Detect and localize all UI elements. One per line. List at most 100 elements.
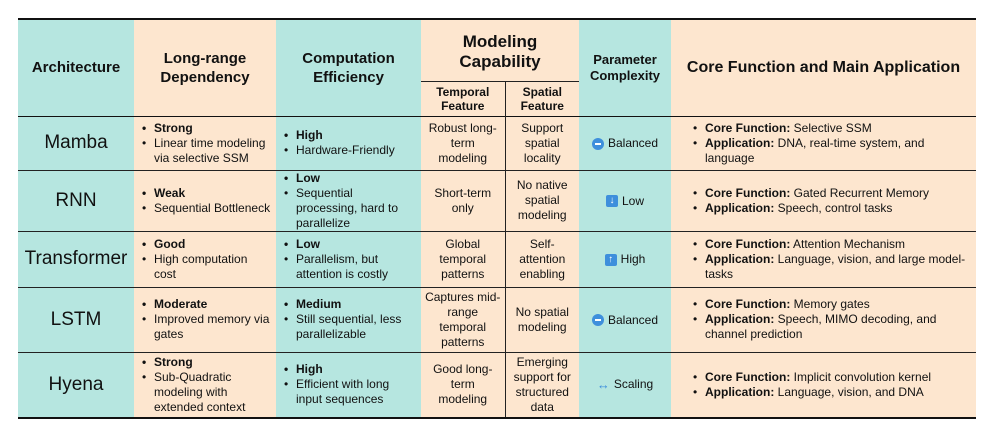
dependency-description: Linear time modeling via selective SSM xyxy=(142,136,272,166)
architecture-name: Transformer xyxy=(18,230,134,287)
application-value: DNA, real-time system, and language xyxy=(705,135,925,165)
parameter-complexity-cell: ↔Scaling xyxy=(579,351,671,419)
temporal-feature-cell: Global temporal patterns xyxy=(421,230,505,287)
header-core-function: Core Function and Main Application xyxy=(671,18,976,116)
parameter-complexity-value: Scaling xyxy=(613,376,654,391)
parameter-complexity-cell: ↑High xyxy=(579,230,671,287)
computation-efficiency-cell: LowSequential processing, hard to parall… xyxy=(276,169,421,231)
application-label: Application: xyxy=(705,312,775,326)
dependency-level: Weak xyxy=(142,186,272,201)
parameter-complexity-value: Balanced xyxy=(607,136,659,150)
application-value: Speech, MIMO decoding, and channel predi… xyxy=(705,312,937,341)
dependency-level: Strong xyxy=(142,355,272,370)
core-function-label: Core Function: xyxy=(705,236,791,251)
efficiency-description: Hardware-Friendly xyxy=(284,143,417,158)
application-item: Application: Speech, MIMO decoding, and … xyxy=(693,312,972,342)
parameter-complexity-value: High xyxy=(620,252,646,266)
efficiency-description: Parallelism, but attention is costly xyxy=(284,252,417,282)
long-range-dependency-cell: GoodHigh computation cost xyxy=(134,230,276,287)
header-modeling-capability: Modeling Capability xyxy=(421,18,579,81)
core-function-cell: Core Function: Memory gatesApplication: … xyxy=(671,286,976,352)
core-function-value: Memory gates xyxy=(793,297,870,311)
long-range-dependency-cell: ModerateImproved memory via gates xyxy=(134,286,276,352)
minus-circle-icon xyxy=(591,314,604,327)
header-temporal-feature: Temporal Feature xyxy=(421,80,505,116)
efficiency-description: Still sequential, less parallelizable xyxy=(284,312,417,342)
comparison-table-wrapper: Architecture Long-range Dependency Compu… xyxy=(18,18,976,419)
core-function-item: Core Function: Memory gates xyxy=(693,297,972,312)
parameter-complexity-cell: ↓Low xyxy=(579,169,671,231)
core-function-cell: Core Function: Selective SSMApplication:… xyxy=(671,115,976,170)
core-function-value: Attention Mechanism xyxy=(793,236,906,251)
efficiency-level: Low xyxy=(284,237,417,252)
efficiency-level: High xyxy=(284,362,417,377)
long-range-dependency-cell: StrongLinear time modeling via selective… xyxy=(134,115,276,170)
table-row: HyenaStrongSub-Quadratic modeling with e… xyxy=(18,351,976,419)
application-item: Application: Language, vision, and large… xyxy=(693,252,972,282)
parameter-complexity-cell: Balanced xyxy=(579,286,671,352)
table-row: TransformerGoodHigh computation costLowP… xyxy=(18,230,976,287)
header-computation-efficiency: Computation Efficiency xyxy=(276,18,421,116)
dependency-description: Improved memory via gates xyxy=(142,312,272,342)
dependency-level: Strong xyxy=(142,121,272,136)
header-spatial-feature: Spatial Feature xyxy=(504,80,579,116)
core-function-cell: Core Function: Implicit convolution kern… xyxy=(671,351,976,419)
efficiency-description: Efficient with long input sequences xyxy=(284,377,417,407)
application-item: Application: Speech, control tasks xyxy=(693,201,972,216)
temporal-feature-cell: Short-term only xyxy=(421,169,505,231)
parameter-complexity-value: Balanced xyxy=(607,312,659,327)
computation-efficiency-cell: LowParallelism, but attention is costly xyxy=(276,230,421,287)
spatial-feature-cell: Emerging support for structured data xyxy=(504,351,579,419)
application-item: Application: DNA, real-time system, and … xyxy=(693,136,972,166)
temporal-feature-cell: Robust long-term modeling xyxy=(421,115,505,170)
table-row: LSTMModerateImproved memory via gatesMed… xyxy=(18,286,976,352)
computation-efficiency-cell: HighHardware-Friendly xyxy=(276,115,421,170)
core-function-value: Implicit convolution kernel xyxy=(793,369,932,384)
spatial-feature-cell: Support spatial locality xyxy=(504,115,579,170)
efficiency-description: Sequential processing, hard to paralleli… xyxy=(284,186,417,231)
parameter-complexity-value: Low xyxy=(621,193,644,208)
architecture-name: Hyena xyxy=(18,351,134,419)
core-function-cell: Core Function: Gated Recurrent MemoryApp… xyxy=(671,169,976,231)
application-label: Application: xyxy=(705,384,775,399)
spatial-feature-cell: No spatial modeling xyxy=(504,286,579,352)
dependency-level: Moderate xyxy=(142,297,272,312)
architecture-name: RNN xyxy=(18,169,134,231)
application-value: Language, vision, and large model-tasks xyxy=(705,251,966,281)
dependency-description: Sub-Quadratic modeling with extended con… xyxy=(142,370,272,415)
efficiency-level: High xyxy=(284,128,417,143)
temporal-feature-cell: Captures mid-range temporal patterns xyxy=(421,286,505,352)
header-long-range-dependency: Long-range Dependency xyxy=(134,18,276,116)
core-function-item: Core Function: Selective SSM xyxy=(693,121,972,136)
application-label: Application: xyxy=(705,200,775,215)
header-parameter-complexity: Parameter Complexity xyxy=(579,18,671,116)
architecture-name: Mamba xyxy=(18,115,134,170)
spatial-feature-cell: No native spatial modeling xyxy=(504,169,579,231)
up-arrow-icon: ↑ xyxy=(604,253,617,266)
temporal-feature-cell: Good long-term modeling xyxy=(421,351,505,419)
core-function-value: Gated Recurrent Memory xyxy=(793,185,930,200)
core-function-value: Selective SSM xyxy=(793,120,872,135)
application-label: Application: xyxy=(705,135,775,150)
application-value: Speech, control tasks xyxy=(777,200,893,215)
table-row: RNNWeakSequential BottleneckLowSequentia… xyxy=(18,169,976,231)
down-arrow-icon: ↓ xyxy=(605,195,618,208)
efficiency-level: Low xyxy=(284,171,417,186)
core-function-label: Core Function: xyxy=(705,120,791,135)
table-header: Architecture Long-range Dependency Compu… xyxy=(18,18,976,116)
architecture-name: LSTM xyxy=(18,286,134,352)
minus-circle-icon xyxy=(591,137,604,150)
long-range-dependency-cell: StrongSub-Quadratic modeling with extend… xyxy=(134,351,276,419)
table-body: MambaStrongLinear time modeling via sele… xyxy=(18,115,976,419)
core-function-item: Core Function: Gated Recurrent Memory xyxy=(693,186,972,201)
core-function-label: Core Function: xyxy=(705,297,791,311)
parameter-complexity-cell: Balanced xyxy=(579,115,671,170)
dependency-description: Sequential Bottleneck xyxy=(142,201,272,216)
core-function-item: Core Function: Implicit convolution kern… xyxy=(693,370,972,385)
application-value: Language, vision, and DNA xyxy=(777,384,924,399)
table-row: MambaStrongLinear time modeling via sele… xyxy=(18,115,976,170)
dependency-level: Good xyxy=(142,237,272,252)
application-item: Application: Language, vision, and DNA xyxy=(693,385,972,400)
left-right-arrow-icon: ↔ xyxy=(596,377,610,393)
core-function-label: Core Function: xyxy=(705,185,791,200)
